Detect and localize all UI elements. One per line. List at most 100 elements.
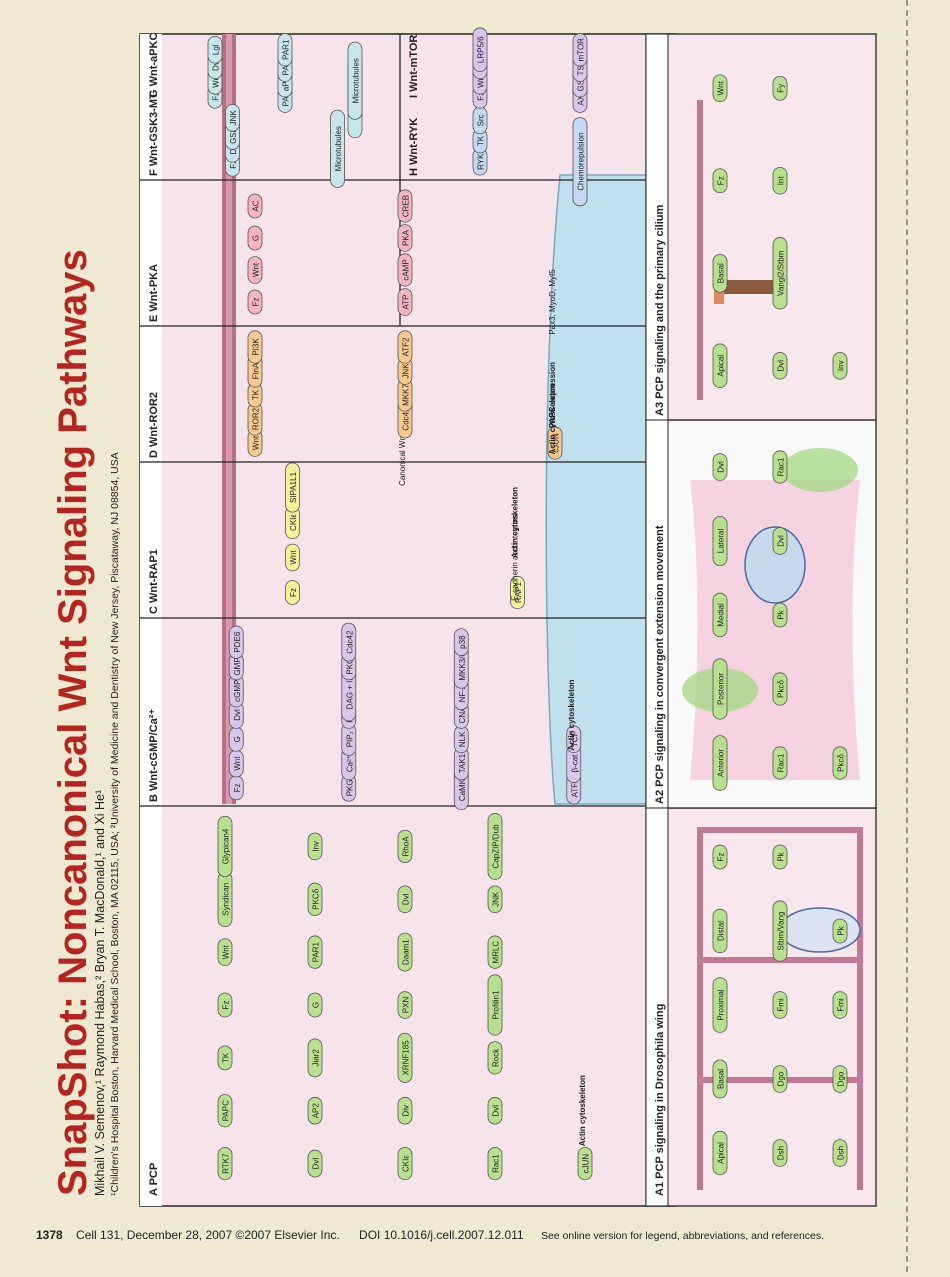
panel-title-a2: A2 PCP signaling in convergent extension… xyxy=(654,525,666,804)
node-label: Inv xyxy=(312,841,321,852)
pathway-node xyxy=(285,543,300,572)
node-label: G xyxy=(312,1002,321,1008)
pathway-node xyxy=(712,516,728,567)
node-label: Dvl xyxy=(312,1158,321,1170)
node-label: Fz xyxy=(289,588,298,597)
pathway-node xyxy=(772,351,788,380)
node-label: Medial xyxy=(717,603,726,627)
node-label: Cdc42 xyxy=(345,630,354,654)
node-label: Fz xyxy=(477,92,486,101)
pathway-node xyxy=(772,900,788,962)
node-label: FlnA xyxy=(252,362,261,379)
node-label: PKA xyxy=(402,229,411,246)
node-label: AP2 xyxy=(312,1103,321,1119)
node-label: PKG xyxy=(345,779,354,796)
pathway-node xyxy=(277,33,293,67)
pathway-node xyxy=(832,991,848,1019)
node-label: Pkcδ xyxy=(837,754,846,772)
pathway-node xyxy=(712,977,728,1033)
node-label: p38 xyxy=(458,635,467,649)
pathway-node xyxy=(712,1059,728,1099)
annotation: Actin cytoskeleton xyxy=(548,383,557,454)
ce-cell-nucleus xyxy=(744,526,806,604)
pathway-node xyxy=(712,908,728,954)
node-label: Rac1 xyxy=(777,457,786,476)
pathway-node xyxy=(712,168,728,194)
node-label: PAPC xyxy=(222,1100,231,1121)
pathway-node xyxy=(397,253,413,287)
panel-title-g: G Wnt-aPKC xyxy=(148,33,160,98)
node-label: Wnt xyxy=(289,550,298,565)
node-label: MKK7 xyxy=(402,384,411,406)
panel-title-i: I Wnt-mTOR xyxy=(408,35,420,98)
node-label: Dvl xyxy=(777,535,786,547)
pathway-node xyxy=(832,1065,848,1093)
pathway-node xyxy=(397,288,413,316)
node-label: TK xyxy=(252,389,261,400)
node-label: XRNF185 xyxy=(402,1040,411,1076)
node-label: Fz xyxy=(212,92,221,101)
pathway-node xyxy=(772,166,788,195)
annotation: Actin cytoskeleton xyxy=(511,487,520,558)
pathway-node xyxy=(217,938,233,966)
pathway-node xyxy=(397,991,413,1019)
node-label: Dvl xyxy=(233,709,242,721)
node-label: Glypican4 xyxy=(222,828,231,864)
pathway-node xyxy=(772,237,788,310)
node-label: mTOR xyxy=(577,38,586,62)
pathway-node xyxy=(712,1130,728,1176)
node-label: Chemorepulsion xyxy=(577,133,586,191)
pathway-node xyxy=(397,1032,413,1083)
pathway-node xyxy=(572,117,588,207)
node-label: Distal xyxy=(717,921,726,941)
node-label: Fz xyxy=(233,783,242,792)
node-label: DAG + IP₃ xyxy=(345,672,354,709)
node-label: Rac1 xyxy=(492,1154,501,1173)
pathway-node xyxy=(307,935,323,969)
pathway-node xyxy=(832,1139,848,1167)
node-label: ATF2 xyxy=(402,337,411,357)
annotation: Actin cytoskeleton xyxy=(578,1075,587,1146)
node-label: Dgo xyxy=(837,1071,846,1086)
node-label: Dsh xyxy=(837,1146,846,1160)
pathway-node xyxy=(397,885,413,914)
node-label: RhoA xyxy=(402,836,411,857)
pathway-node xyxy=(772,75,788,101)
node-label: Fz xyxy=(222,1001,231,1010)
pathway-node xyxy=(772,1065,788,1093)
pathway-node xyxy=(772,844,788,870)
pathway-node xyxy=(397,189,413,223)
node-label: cGMP xyxy=(233,680,242,702)
pathway-node xyxy=(397,224,413,252)
node-label: LRP5/6 xyxy=(477,36,486,63)
panel-title-h: H Wnt-RYK xyxy=(408,118,420,176)
node-label: PXN xyxy=(402,997,411,1014)
pathway-node xyxy=(712,592,728,638)
pathway-node xyxy=(832,746,848,780)
node-label: Int xyxy=(777,176,786,186)
annotation: Pax3, MyoD, Myf5 xyxy=(548,269,557,335)
panel-title-a1: A1 PCP signaling in Drosophila wing xyxy=(654,1004,666,1196)
node-label: Wnt xyxy=(717,80,726,95)
annotation: Canonical Wnt signaling xyxy=(398,400,407,486)
pathway-node xyxy=(487,1041,503,1075)
pathway-node xyxy=(547,426,563,460)
node-label: NF-AT xyxy=(458,679,467,702)
pathway-node xyxy=(217,815,233,878)
node-label: Dgo xyxy=(777,1071,786,1086)
pathway-node xyxy=(712,74,728,103)
node-label: Posterior xyxy=(717,673,726,705)
online-note: See online version for legend, abbreviat… xyxy=(540,1230,825,1242)
node-label: Rac1 xyxy=(777,753,786,772)
node-label: Apical xyxy=(717,1142,726,1164)
pathway-node xyxy=(285,462,300,513)
pathway-node xyxy=(487,813,503,880)
node-label: PAR1 xyxy=(312,941,321,962)
panel-title-f: F Wnt-GSK3-MT xyxy=(148,92,160,176)
node-label: CNA xyxy=(458,706,467,724)
node-label: Div xyxy=(402,1105,411,1117)
doi: DOI 10.1016/j.cell.2007.12.011 xyxy=(359,1228,524,1242)
pathway-node xyxy=(397,1096,413,1125)
pathway-node xyxy=(712,658,728,720)
